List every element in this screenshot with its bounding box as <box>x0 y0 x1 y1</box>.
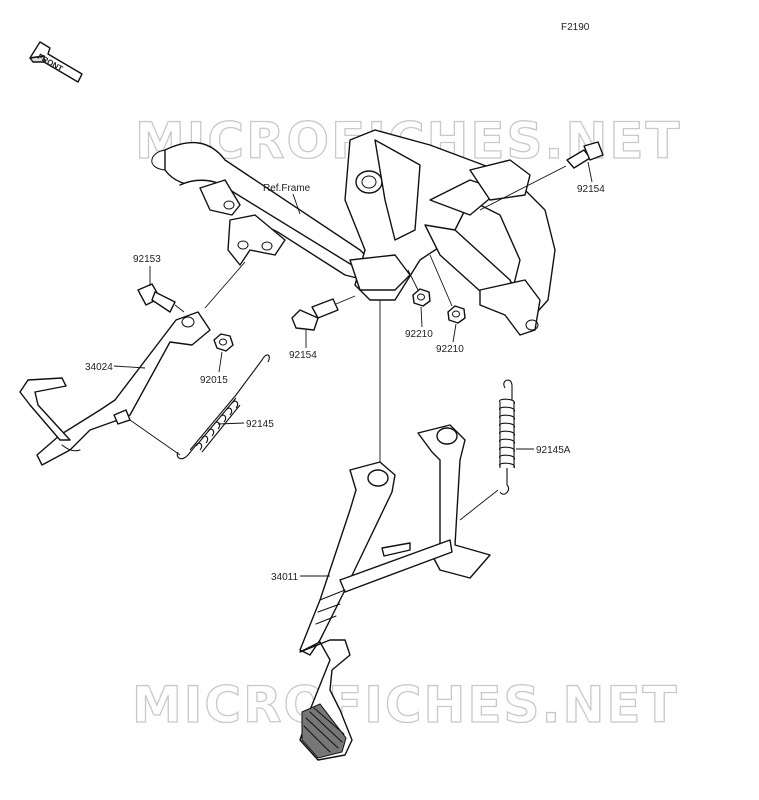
label-92015: 92015 <box>200 375 228 386</box>
side-stand-34024 <box>19 311 211 466</box>
frame-drawing: Ref.Frame <box>151 129 556 336</box>
label-92210-b: 92210 <box>436 344 464 355</box>
ref-frame-leader <box>292 193 301 215</box>
nut-92210-b <box>447 305 466 324</box>
watermark-bottom: MICROFICHES.NET <box>132 676 679 734</box>
nut-92015 <box>213 333 234 352</box>
label-92145A: 92145A <box>536 445 571 456</box>
label-92154-top: 92154 <box>577 184 605 195</box>
ref-frame-label: Ref.Frame <box>263 183 311 194</box>
spring-92145 <box>176 354 270 460</box>
label-92153: 92153 <box>133 254 161 265</box>
figure-code: F2190 <box>561 22 590 33</box>
spring-92145A <box>499 379 515 495</box>
bolt-92153 <box>137 283 176 313</box>
center-stand-34011 <box>299 424 491 761</box>
label-34024: 34024 <box>85 362 113 373</box>
bolt-92154-top <box>479 141 604 211</box>
front-arrow-icon: FRONT <box>29 41 83 83</box>
label-92154-mid: 92154 <box>289 350 317 361</box>
bolt-92154-mid <box>291 295 356 331</box>
label-92145: 92145 <box>246 419 274 430</box>
nut-92210-a <box>412 288 431 307</box>
label-34011: 34011 <box>271 572 299 583</box>
label-92210-a: 92210 <box>405 329 433 340</box>
